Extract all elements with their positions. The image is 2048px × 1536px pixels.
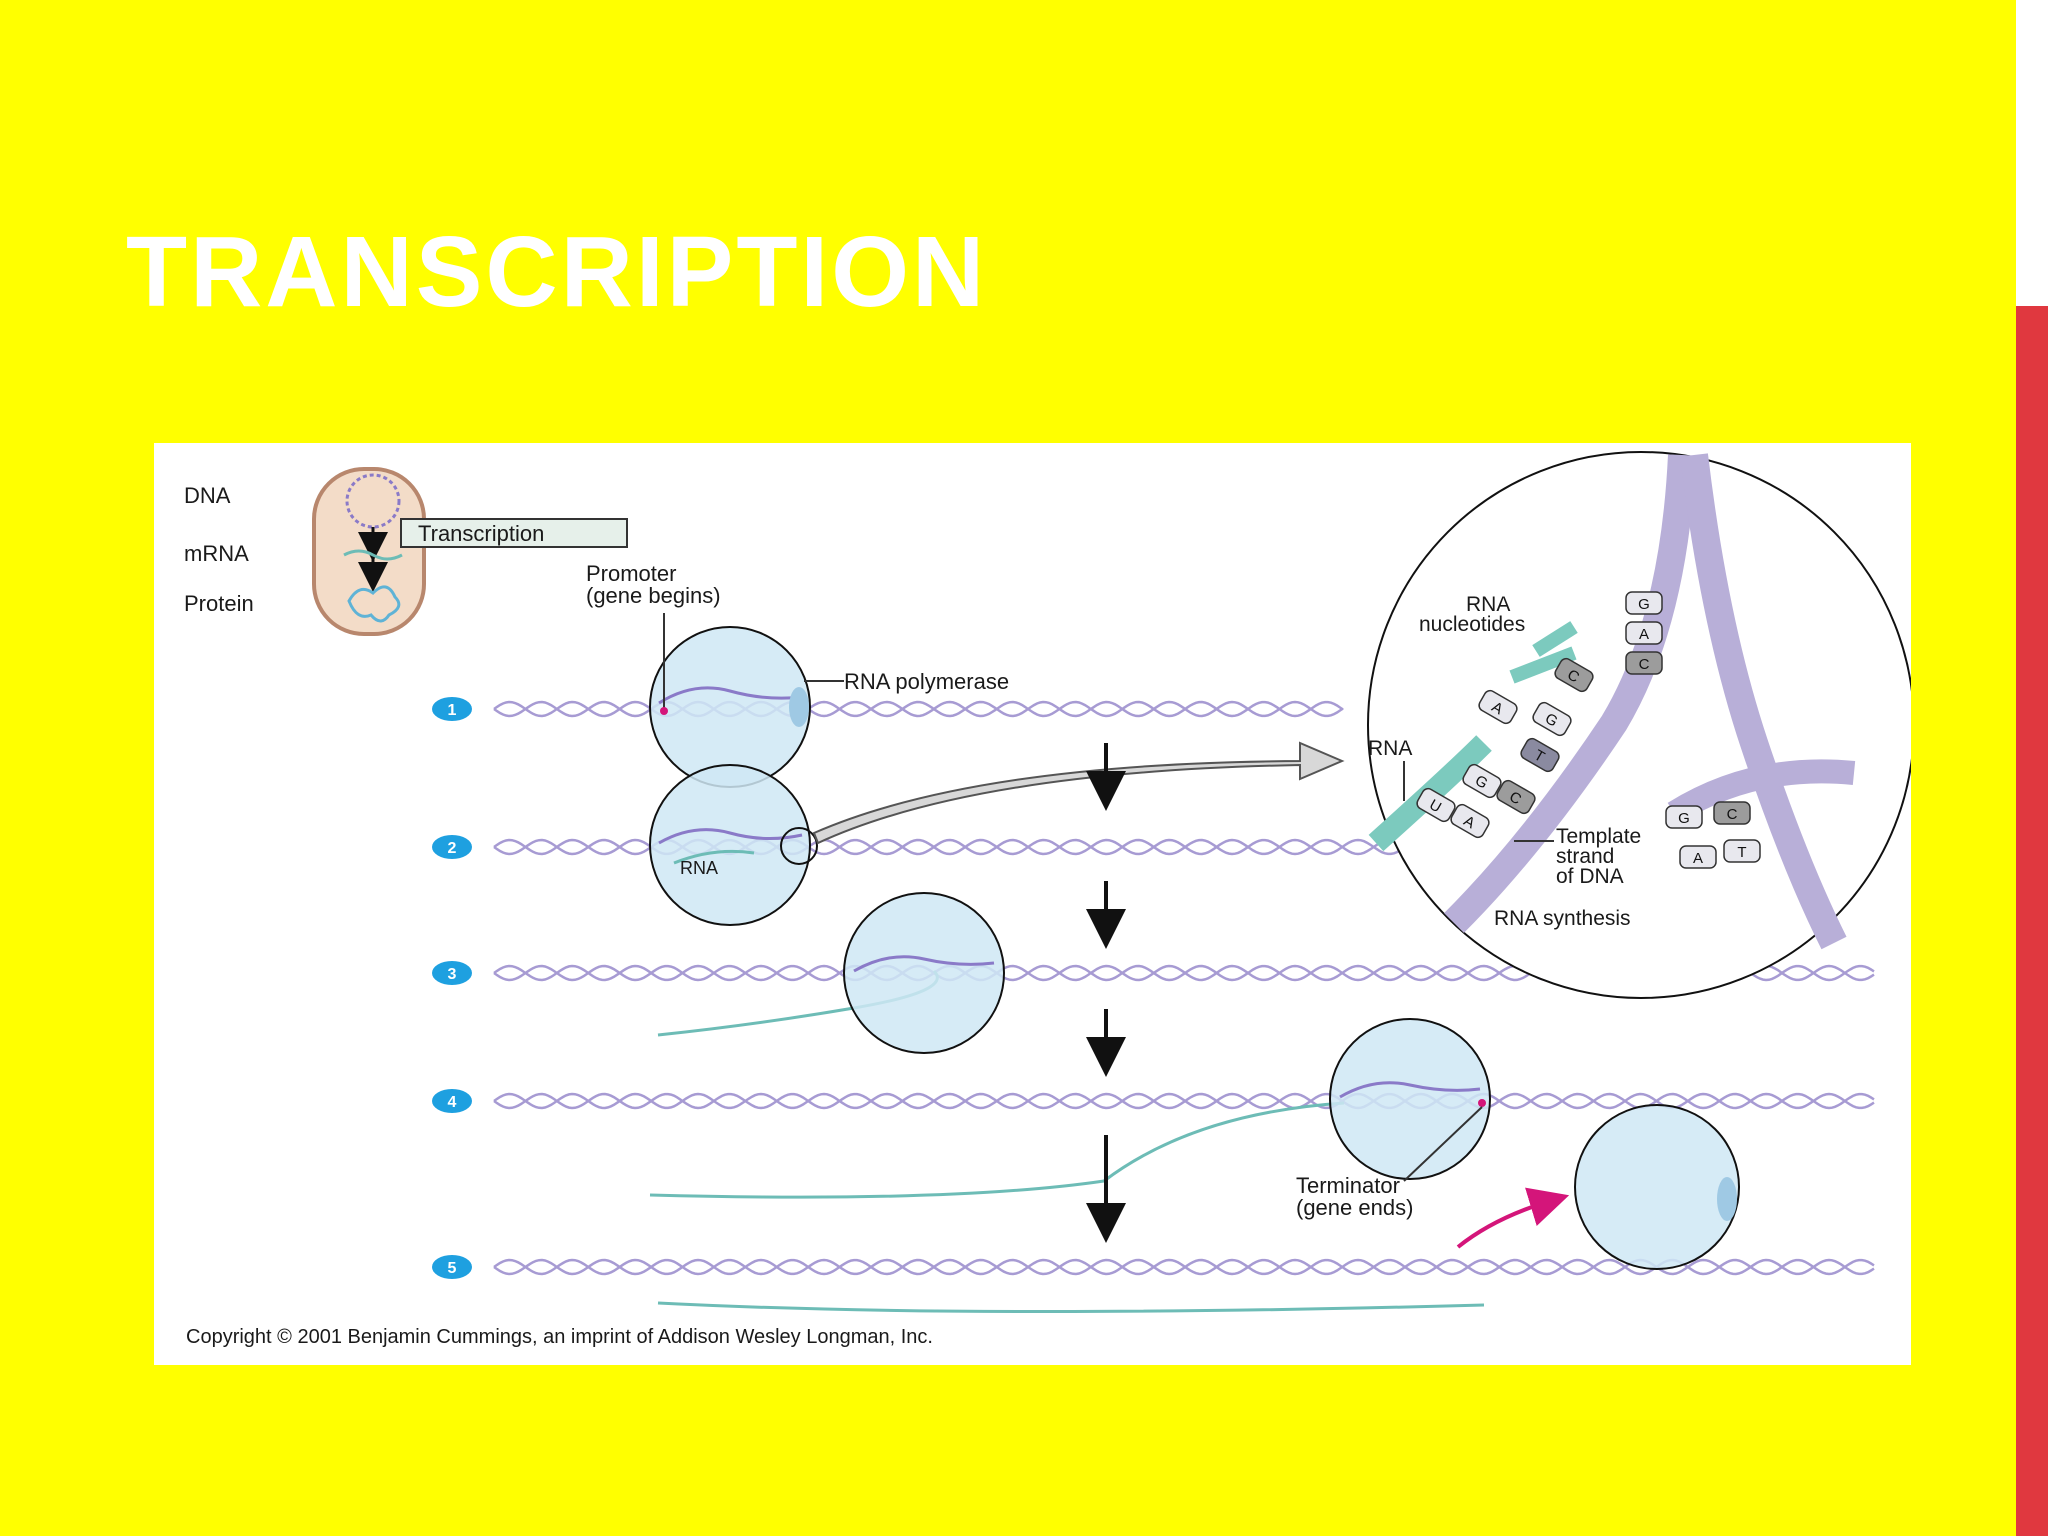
nucleotide-base: G <box>1462 763 1502 799</box>
dna-helix-strand-5 <box>493 1258 1875 1276</box>
inset-label-transcription: Transcription <box>418 521 544 546</box>
inset-label-protein: Protein <box>184 591 254 616</box>
slide-title: TRANSCRIPTION <box>126 216 988 328</box>
polymerase-step-3 <box>657 892 1005 1054</box>
nucleotide-base: T <box>1723 839 1761 863</box>
dna-helix-strand-2 <box>493 838 1404 856</box>
transcription-figure: DNA mRNA Protein Transcription 1 2 3 4 5… <box>154 443 1911 1365</box>
released-polymerase <box>1574 1104 1740 1270</box>
step-number-3: 3 <box>448 966 457 983</box>
inset-cell-schematic <box>312 467 628 636</box>
label-promoter-line1: Promoter <box>586 561 676 586</box>
step-number-2: 2 <box>448 840 457 857</box>
nucleotide-base: C <box>1554 657 1594 693</box>
nucleotide-base: C <box>1625 651 1663 675</box>
nucleotide-base: G <box>1665 805 1703 829</box>
step-number-1: 1 <box>448 702 457 719</box>
polymerase-step-2 <box>649 764 818 926</box>
nucleotide-base: A <box>1450 803 1490 839</box>
coding-strand <box>1680 453 1847 950</box>
template-strand <box>1444 454 1696 933</box>
nucleotide-base: A <box>1679 845 1717 869</box>
nucleotide-base-letter: C <box>1639 656 1650 673</box>
nucleotide-base-letter: A <box>1639 626 1649 643</box>
rna-strand <box>1368 735 1492 852</box>
promoter-marker <box>660 707 668 715</box>
inset-label-dna: DNA <box>184 483 231 508</box>
nucleotide-base-letter: A <box>1693 850 1703 867</box>
dna-circle <box>345 473 401 529</box>
finished-rna <box>657 1301 1485 1314</box>
nucleotide-base: A <box>1625 621 1663 645</box>
nucleotide-base-letter: T <box>1737 844 1746 861</box>
dna-helix-strand-4 <box>493 1092 1875 1110</box>
label-terminator-line1: Terminator <box>1296 1173 1400 1198</box>
nucleotide-base: G <box>1625 591 1663 615</box>
label-rna-nucleotides-line1: RNA <box>1466 593 1510 616</box>
polymerase-step-4 <box>649 1018 1491 1199</box>
step-marker-3: 3 <box>432 961 472 985</box>
zoom-arrow <box>812 741 1345 845</box>
inset-label-mrna: mRNA <box>184 541 249 566</box>
label-template-line3: of DNA <box>1556 865 1624 888</box>
step-number-5: 5 <box>448 1260 457 1277</box>
label-terminator-line2: (gene ends) <box>1296 1195 1413 1220</box>
label-rna-synthesis: RNA synthesis <box>1494 907 1631 930</box>
copyright-line: Copyright © 2001 Benjamin Cummings, an i… <box>186 1326 933 1348</box>
polymerase-step-1 <box>649 626 811 788</box>
transcription-box <box>400 518 628 548</box>
label-rna-nucleotides-line2: nucleotides <box>1419 613 1525 636</box>
nucleotide-base-letter: G <box>1638 596 1650 613</box>
release-arrow <box>1456 1187 1570 1249</box>
mrna-squiggle <box>343 549 403 561</box>
step-marker-5: 5 <box>432 1255 472 1279</box>
label-rna-polymerase: RNA polymerase <box>844 669 1009 694</box>
dna-helix-strand-2 <box>493 838 1404 856</box>
nucleotide-base: C <box>1713 801 1751 825</box>
label-template-line1: Template <box>1556 825 1641 848</box>
nucleotide-base: C <box>1496 779 1536 815</box>
step-number-4: 4 <box>448 1094 457 1111</box>
label-rna-step2: RNA <box>680 858 718 878</box>
step-marker-2: 2 <box>432 835 472 859</box>
label-zoom-rna: RNA <box>1368 737 1412 760</box>
dna-helix-strand-1 <box>493 700 1344 718</box>
nucleotide-base-letter: C <box>1727 806 1738 823</box>
nucleotide-base: T <box>1520 737 1560 773</box>
nucleotide-base: A <box>1478 689 1518 725</box>
label-template-line2: strand <box>1556 845 1614 868</box>
protein-blob <box>347 585 401 623</box>
step-marker-1: 1 <box>432 697 472 721</box>
nucleotide-base-letter: G <box>1678 810 1690 827</box>
dna-helix-strand-1 <box>493 700 1344 718</box>
right-white-block <box>2016 0 2048 306</box>
right-accent-bar <box>2016 306 2048 1536</box>
nucleotide-base: G <box>1532 701 1572 737</box>
step-marker-4: 4 <box>432 1089 472 1113</box>
nucleotide-base: U <box>1416 787 1456 823</box>
terminator-pointer <box>1403 1106 1483 1182</box>
label-promoter-line2: (gene begins) <box>586 583 721 608</box>
